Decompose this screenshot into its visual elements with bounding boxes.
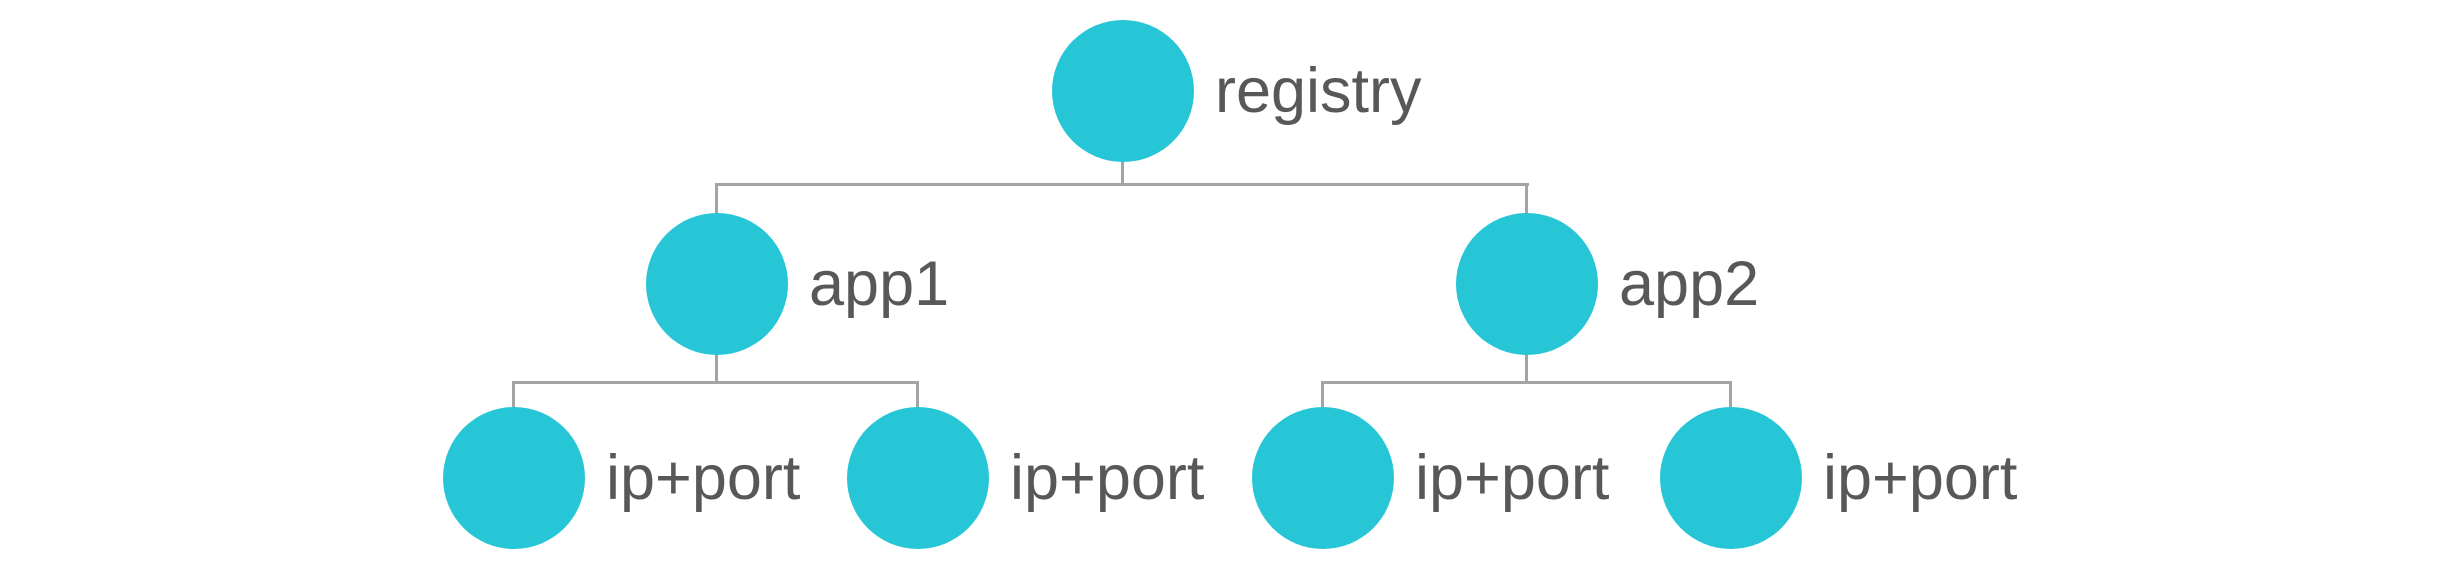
registry-circle <box>1052 20 1194 162</box>
connector-app2-down <box>1525 350 1528 384</box>
node-ip-port-2: ip+port <box>847 407 1204 549</box>
ip-port-2-circle <box>847 407 989 549</box>
node-ip-port-4: ip+port <box>1660 407 2017 549</box>
ip-port-3-circle <box>1252 407 1394 549</box>
connector-leaf4-up <box>1729 381 1732 410</box>
connector-rail-app2 <box>1321 381 1732 384</box>
ip-port-4-circle <box>1660 407 1802 549</box>
ip-port-1-label: ip+port <box>606 442 801 513</box>
connector-leaf1-up <box>512 381 515 410</box>
node-app2: app2 <box>1456 213 1759 355</box>
app2-circle <box>1456 213 1598 355</box>
app2-label: app2 <box>1619 248 1760 319</box>
connector-leaf3-up <box>1321 381 1324 410</box>
connector-app1-down <box>715 350 718 384</box>
connector-leaf2-up <box>916 381 919 410</box>
node-registry: registry <box>1052 20 1422 162</box>
app1-circle <box>646 213 788 355</box>
node-app1: app1 <box>646 213 949 355</box>
connector-app1-up <box>715 183 718 215</box>
connector-rail-app1 <box>512 381 919 384</box>
connector-registry-down <box>1121 158 1124 186</box>
connector-app2-up <box>1525 183 1528 215</box>
node-ip-port-3: ip+port <box>1252 407 1609 549</box>
connector-rail-level1 <box>716 183 1529 186</box>
registry-label: registry <box>1215 55 1422 126</box>
ip-port-3-label: ip+port <box>1415 442 1610 513</box>
ip-port-1-circle <box>443 407 585 549</box>
app1-label: app1 <box>809 248 950 319</box>
ip-port-2-label: ip+port <box>1010 442 1205 513</box>
ip-port-4-label: ip+port <box>1823 442 2018 513</box>
node-ip-port-1: ip+port <box>443 407 800 549</box>
